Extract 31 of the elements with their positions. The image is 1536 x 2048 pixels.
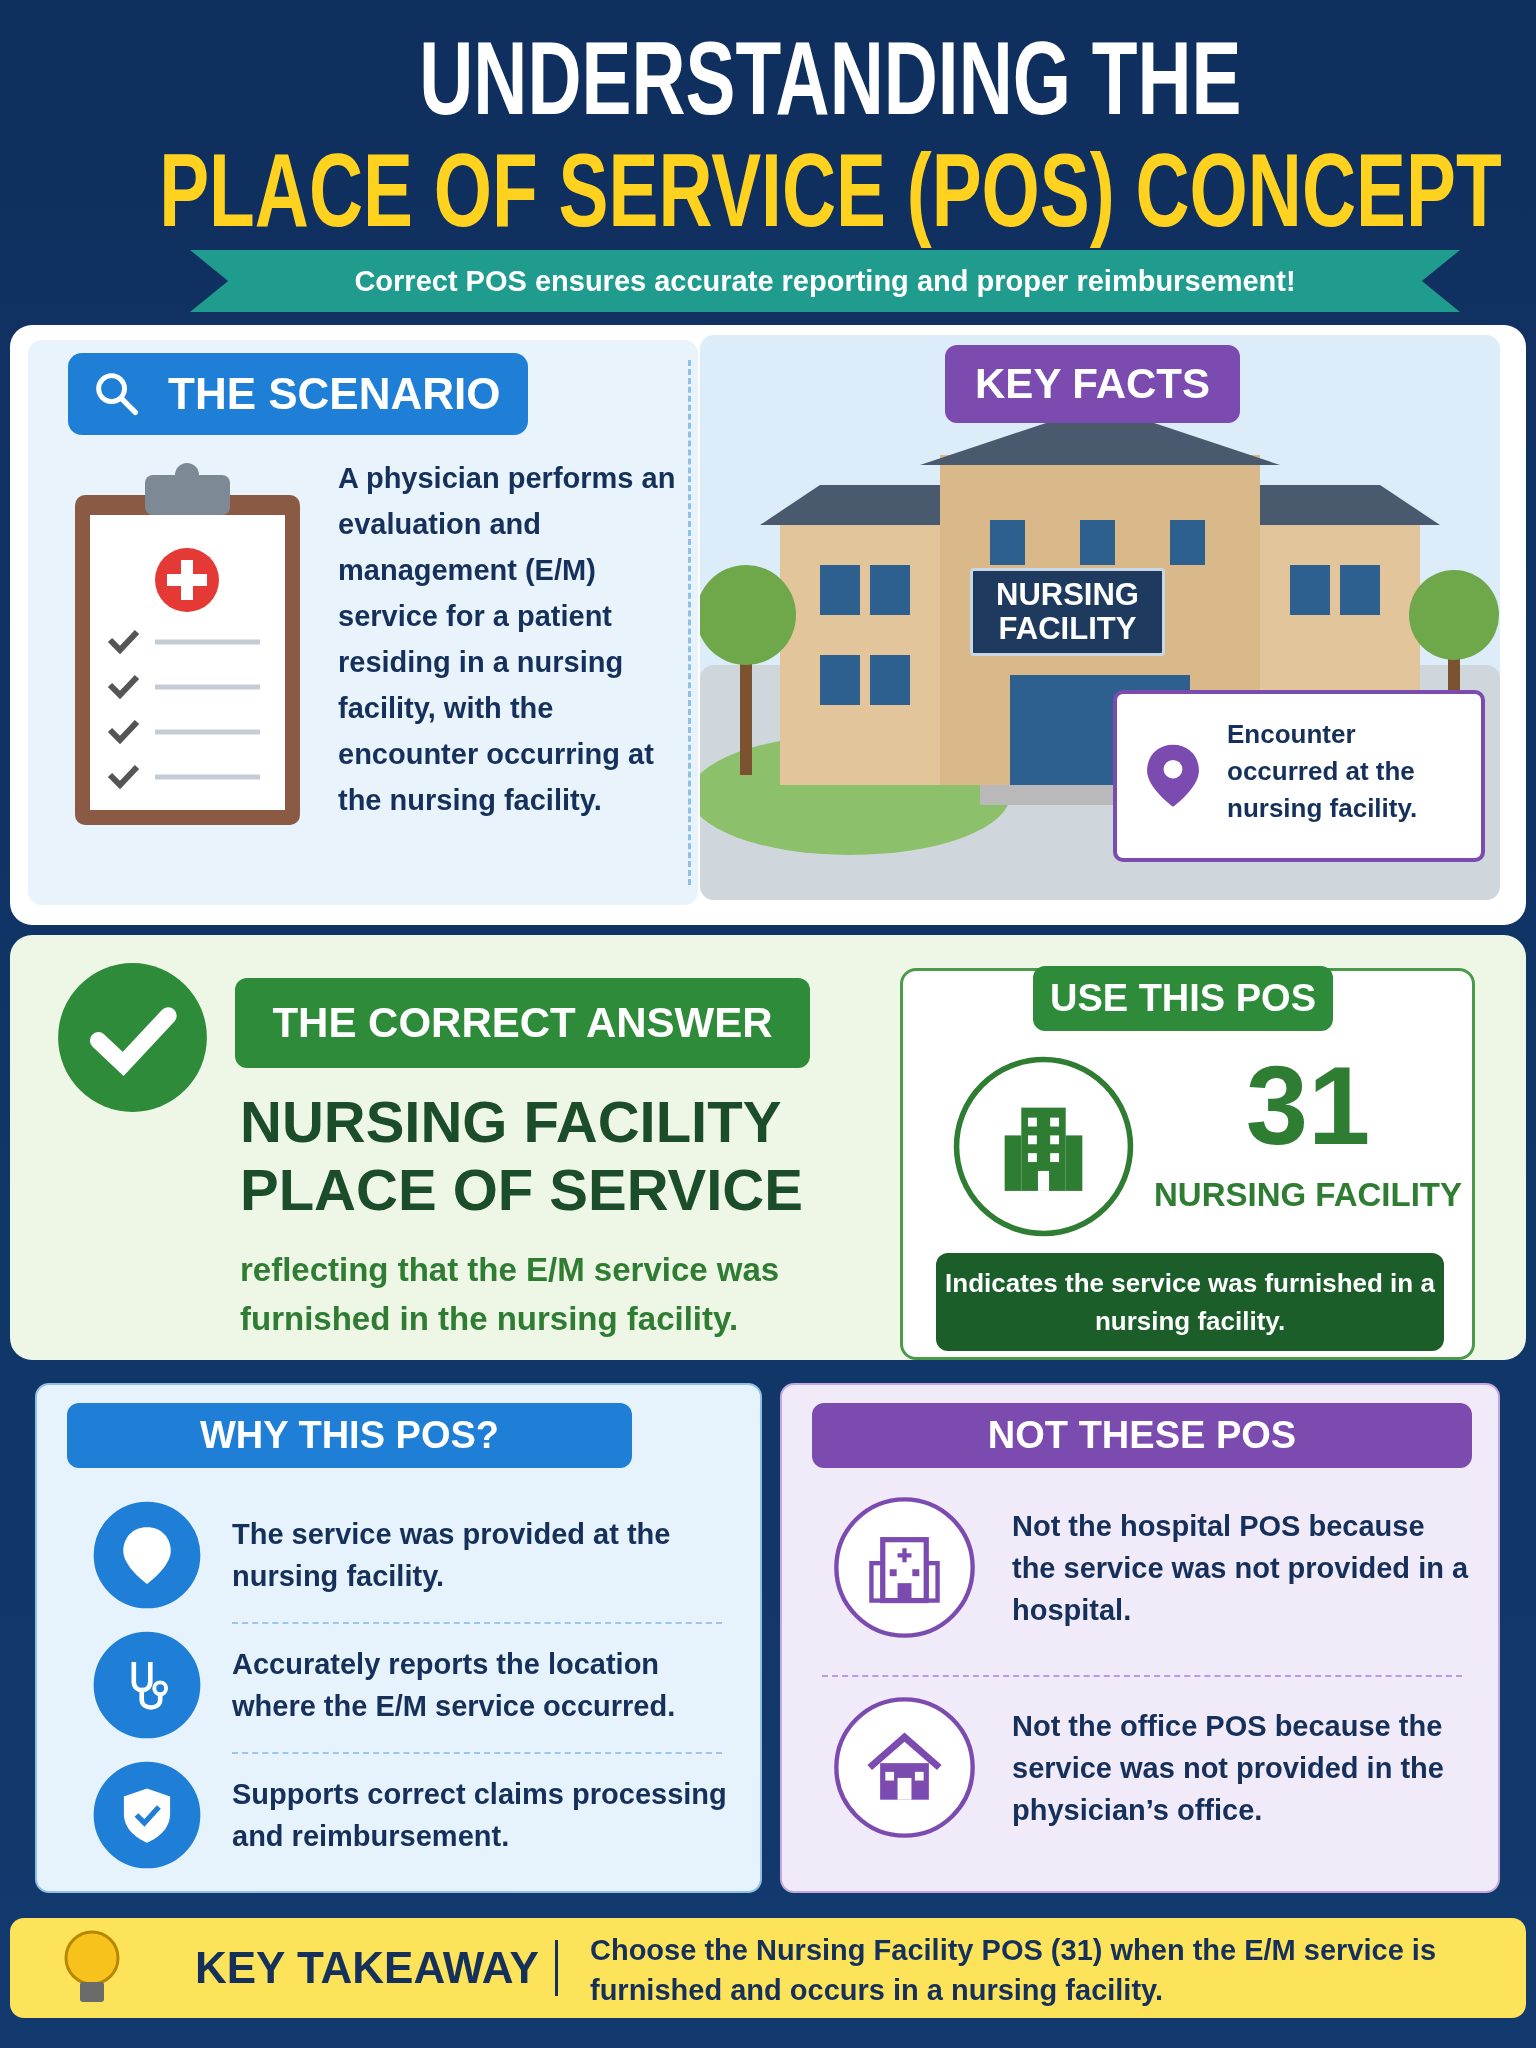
exclusion-text: Not the office POS because the service was not provided in the physician’s office. [1012, 1709, 1445, 1828]
callout-card [1113, 690, 1485, 862]
answer-text: NURSING FACILITY PLACE OF SERVICE [240, 1088, 804, 1224]
pos-code-card [900, 968, 1475, 1360]
reason-text: The service was provided at the nursing facility. [232, 1517, 672, 1594]
callout-text: Encounter occurred at the nursing facility. [1227, 718, 1419, 825]
heading: THE CORRECT ANSWER [271, 998, 774, 1048]
info-box [936, 1253, 1444, 1351]
excluded-card [780, 1383, 1500, 1893]
exclusion-text: Not the hospital POS because the service was not provided in a hospital. [1012, 1509, 1470, 1628]
heading: NOT THESE POS [986, 1413, 1298, 1458]
reason-text: Supports correct claims processing and reimbursement. [232, 1777, 728, 1854]
heading: USE THIS POS [1048, 976, 1318, 1021]
reasons-card [35, 1383, 762, 1893]
title: UNDERSTANDING THE PLACE OF SERVICE (POS) CONCEPT [158, 22, 1503, 246]
subtitle: Correct POS ensures accurate reporting and proper reimbursement! [353, 263, 1297, 299]
answer-description: reflecting that the E/M service was furnished in the nursing facility. [240, 1250, 781, 1339]
heading: THE SCENARIO [168, 368, 501, 420]
takeaway-bar [10, 1918, 1526, 2018]
reason-text: Accurately reports the location where the E/M service occurred. [232, 1647, 677, 1724]
takeaway-text: Choose the Nursing Facility POS (31) when the E/M service is furnished and occurs in a nursing facility. [590, 1933, 1438, 2008]
heading: KEY FACTS [974, 359, 1211, 409]
pos-name: NURSING FACILITY [1153, 1176, 1463, 1214]
sign-text: NURSING FACILITY [995, 576, 1140, 648]
heading: WHY THIS POS? [198, 1413, 501, 1458]
pos-code: 31 [1244, 1046, 1372, 1166]
heading-pill [945, 345, 1240, 423]
info-text: Indicates the service was furnished in a nursing facility. [944, 1267, 1436, 1338]
scenario-text: A physician performs an evaluation and management (E/M) service for a patient residing in a nursing facility, with the encounter occurring at the nursing facility. [338, 461, 677, 818]
building-sign [970, 568, 1165, 656]
heading: KEY TAKEAWAY [195, 1942, 539, 1994]
